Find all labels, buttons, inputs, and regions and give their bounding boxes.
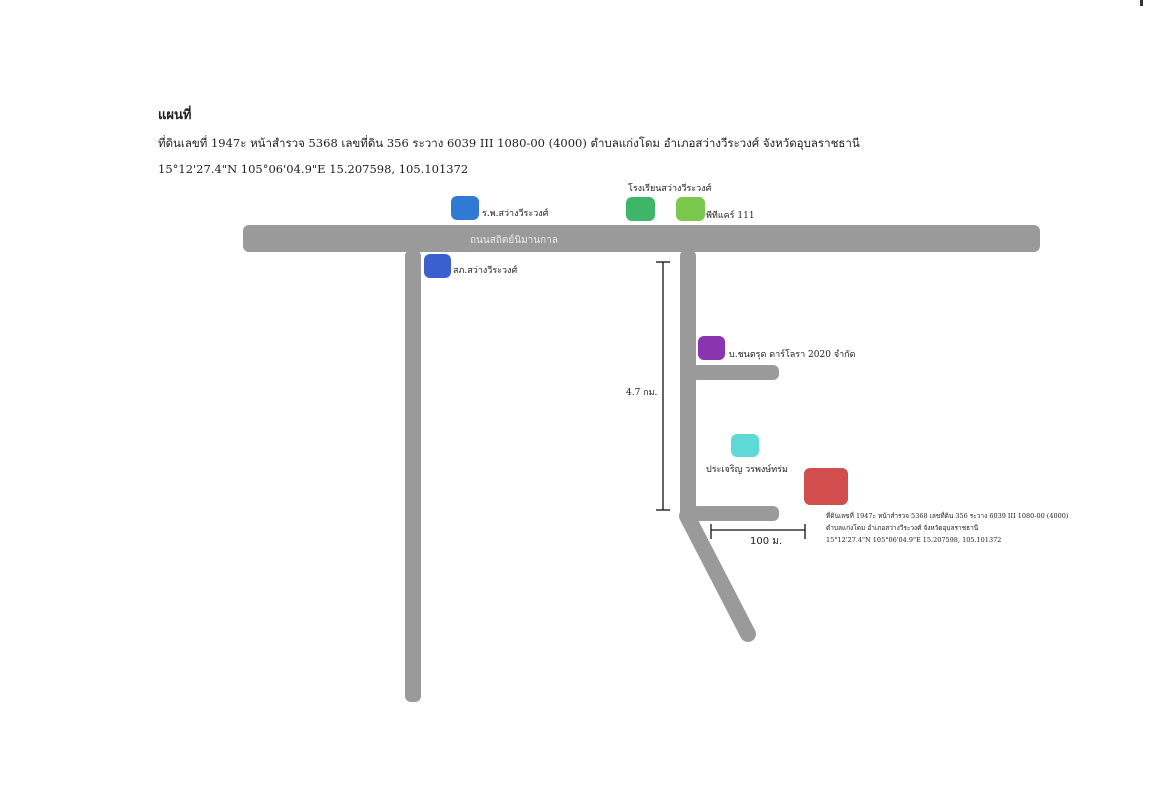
parcel-description: ที่ดินเลขที่ 1947ะ หน้าสำรวจ 5368 เลขที่… xyxy=(158,136,860,150)
side-road-2 xyxy=(692,506,779,521)
main-road-label: ถนนสถิตย์นิมานกาล xyxy=(470,235,558,246)
hospital-label: ร.พ.สว่างวีระวงศ์ xyxy=(482,209,549,219)
target-parcel-line1: ที่ดินเลขที่ 1947ะ หน้าสำรวจ 5368 เลขที่… xyxy=(826,512,1069,520)
company-marker xyxy=(698,336,725,360)
ptcare-marker xyxy=(676,197,705,221)
police-label: สภ.สว่างวีระวงศ์ xyxy=(453,266,518,276)
right-road xyxy=(680,250,696,522)
police-marker xyxy=(424,254,451,278)
ptcare-label: พีทีแคร์ 111 xyxy=(706,211,755,221)
side-road-1 xyxy=(692,365,779,380)
shop-label: ประเจริญ วรพงษ์ทร่ม xyxy=(706,465,788,475)
target-parcel-line2: ตำบลแก่งโดม อำเภอสว่างวีระวงศ์ จังหวัดอุ… xyxy=(826,524,979,532)
company-label: บ.ชนตรุด ดาร์โลรา 2020 จำกัด xyxy=(729,350,856,360)
distance-bracket xyxy=(656,261,670,511)
diagonal-road xyxy=(679,508,756,642)
left-road xyxy=(405,250,421,702)
page-title: แผนที่ xyxy=(158,108,192,123)
school-marker xyxy=(626,197,655,221)
hospital-marker xyxy=(451,196,479,220)
target-parcel-marker xyxy=(804,468,848,505)
coordinates-text: 15°12'27.4"N 105°06'04.9"E 15.207598, 10… xyxy=(158,162,469,176)
school-label: โรงเรียนสว่างวีระวงศ์ xyxy=(628,184,712,194)
scale-label: 100 ม. xyxy=(750,536,783,547)
target-parcel-line3: 15°12'27.4"N 105°06'04.9"E 15.207598, 10… xyxy=(826,536,1002,544)
edge-mark xyxy=(1140,0,1143,6)
shop-marker xyxy=(731,434,759,457)
distance-label: 4.7 กม. xyxy=(626,388,658,398)
main-road xyxy=(243,225,1040,252)
